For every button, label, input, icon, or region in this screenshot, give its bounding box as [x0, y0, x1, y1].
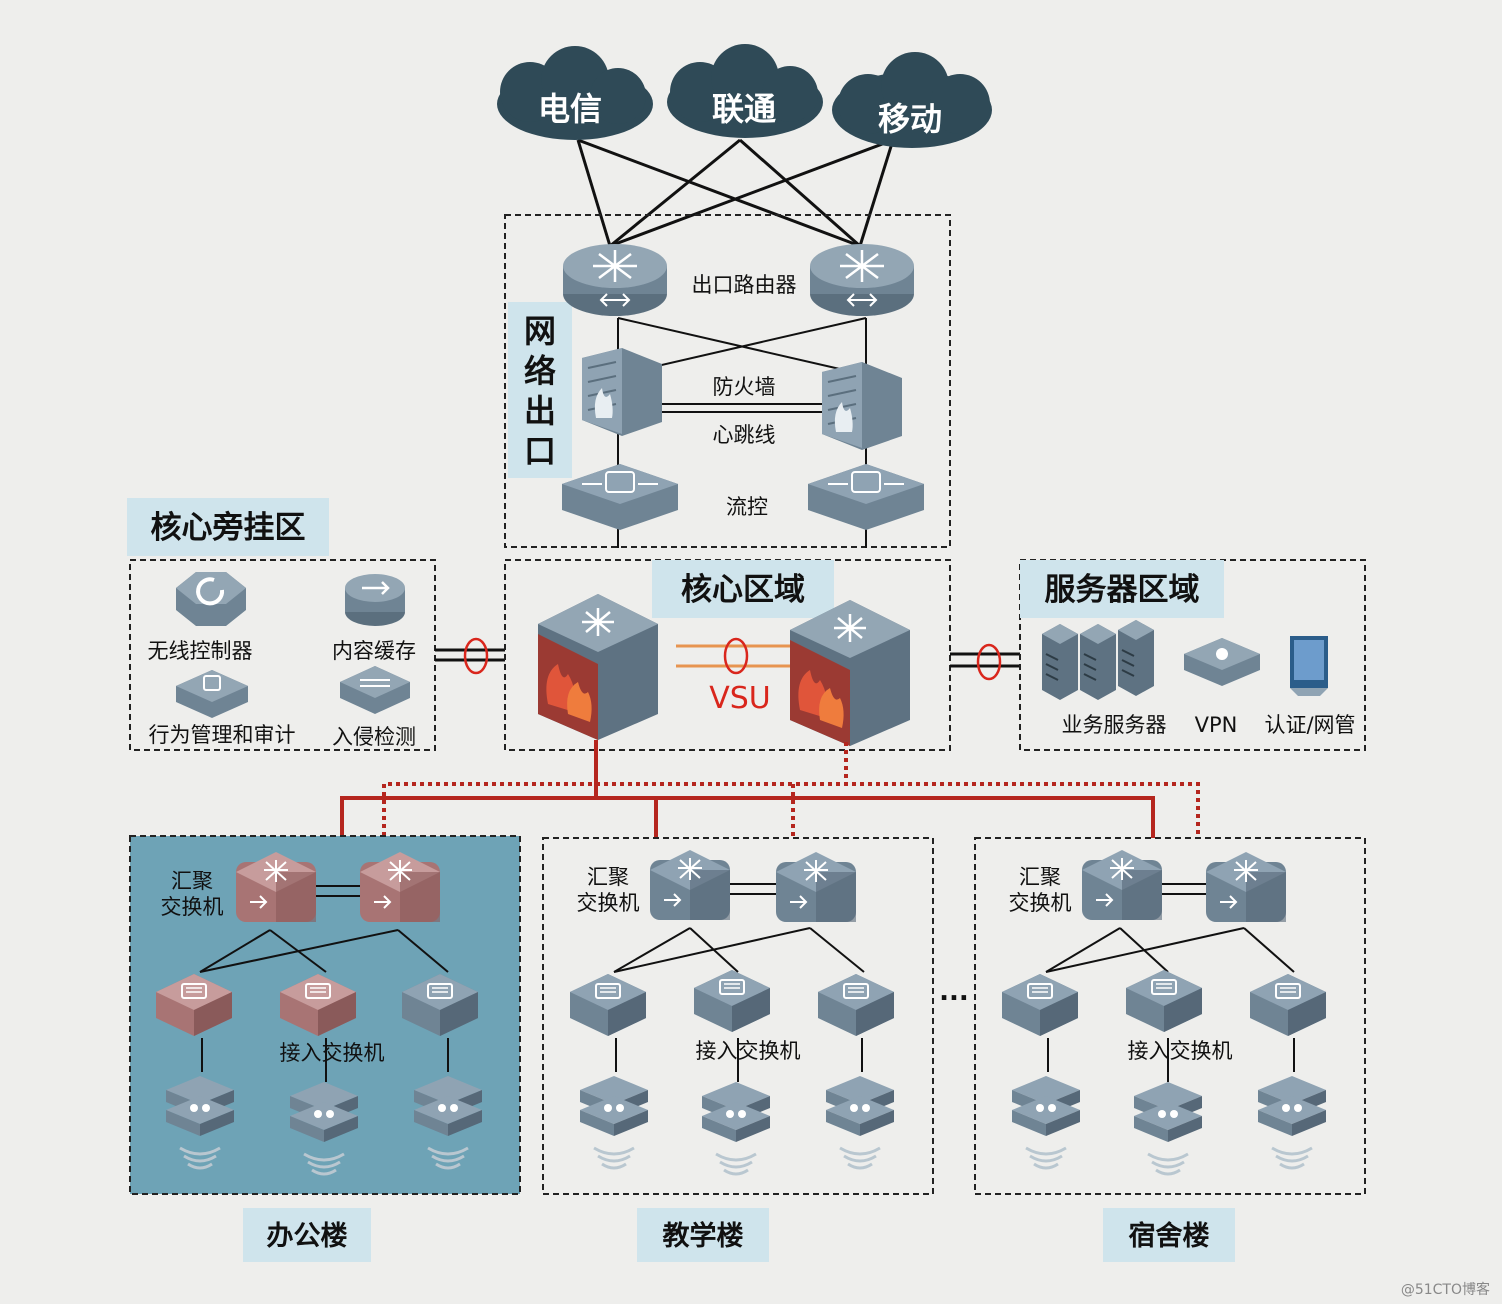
isp-label-telecom: 电信 [538, 90, 602, 128]
core-title: 核心区域 [681, 572, 805, 608]
teaching-links [613, 883, 865, 1082]
dorm-agg-switch-2 [1205, 851, 1287, 923]
wireless-controller-device [176, 572, 246, 626]
svg-text:口: 口 [524, 432, 556, 470]
teaching-ap-2 [700, 1080, 772, 1176]
firewall-label: 防火墙 [713, 375, 776, 399]
teaching-agg-switch-2 [775, 851, 857, 923]
teaching-building-zone [542, 837, 934, 1195]
core-title-bg [652, 560, 834, 618]
office-access-label: 接入交换机 [280, 1041, 385, 1065]
core-bypass-title-bg [127, 498, 329, 556]
intrusion-detection-device [340, 666, 410, 714]
dorm-agg-switch-1 [1081, 849, 1163, 921]
egress-title-bg [508, 302, 572, 478]
isp-label-mobile: 移动 [878, 100, 942, 138]
vpn-label: VPN [1195, 713, 1238, 737]
dorm-name: 宿舍楼 [1129, 1220, 1210, 1252]
teaching-access-switch-3 [817, 973, 895, 1037]
server-2 [1079, 623, 1117, 701]
core-building-links-dotted [382, 742, 1200, 838]
office-agg-switch-2 [359, 851, 441, 923]
dorm-building-zone [974, 837, 1366, 1195]
isp-links [576, 138, 895, 248]
teaching-access-switch-2 [693, 969, 771, 1033]
isp-cloud-telecom: 电信 [497, 46, 653, 140]
business-servers-label: 业务服务器 [1062, 713, 1167, 737]
egress-router-left [561, 242, 669, 318]
dorm-agg-label: 汇聚交换机 [1009, 865, 1072, 915]
intrusion-detection-label: 入侵检测 [332, 725, 416, 749]
dorm-access-label: 接入交换机 [1128, 1039, 1233, 1063]
auth-label: 认证/网管 [1264, 713, 1355, 737]
core-server-link [950, 643, 1020, 681]
content-cache-label: 内容缓存 [332, 639, 416, 663]
dorm-ap-2 [1132, 1080, 1204, 1176]
teaching-agg-switch-1 [649, 849, 731, 921]
server-3 [1117, 619, 1155, 697]
core-bypass-title: 核心旁挂区 [151, 510, 306, 546]
teaching-agg-label: 汇聚交换机 [577, 865, 640, 915]
egress-title: 网 络 出 口 [524, 312, 556, 470]
teaching-access-switch-1 [569, 973, 647, 1037]
vpn-device [1184, 638, 1260, 686]
isp-cloud-mobile: 移动 [832, 52, 992, 148]
egress-router-right [808, 242, 916, 318]
ellipsis: ... [939, 977, 969, 1007]
office-agg-label: 汇聚交换机 [161, 869, 224, 919]
core-building-links-solid [340, 740, 1155, 838]
svg-text:络: 络 [524, 352, 556, 390]
teaching-ap-1 [578, 1074, 650, 1170]
teaching-name-bg [637, 1208, 769, 1262]
egress-firewall-right [821, 361, 903, 451]
svg-text:出: 出 [524, 392, 556, 430]
teaching-access-label: 接入交换机 [696, 1039, 801, 1063]
vsu-links [676, 637, 792, 675]
flow-control-right [807, 463, 925, 531]
wireless-controller-label: 无线控制器 [148, 639, 253, 663]
dorm-access-switch-3 [1249, 973, 1327, 1037]
svg-text:网: 网 [524, 312, 556, 350]
behavior-audit-label: 行为管理和审计 [149, 723, 296, 747]
office-agg-switch-1 [235, 851, 317, 923]
vsu-label: VSU [709, 681, 771, 716]
dorm-ap-1 [1010, 1074, 1082, 1170]
heartbeat-label: 心跳线 [713, 423, 776, 447]
dorm-name-bg [1103, 1208, 1235, 1262]
server-1 [1041, 623, 1079, 701]
egress-firewall-left [581, 347, 663, 437]
core-switch-left [536, 592, 660, 742]
behavior-audit-device [176, 670, 248, 718]
isp-cloud-unicom: 联通 [667, 44, 823, 138]
teaching-ap-3 [824, 1074, 896, 1170]
flow-control-label: 流控 [726, 495, 768, 519]
bypass-core-link [435, 637, 505, 675]
server-title-bg [1020, 560, 1224, 618]
dorm-ap-3 [1256, 1074, 1328, 1170]
core-switch-right [788, 598, 912, 748]
watermark: @51CTO博客 [1401, 1281, 1490, 1298]
teaching-name: 教学楼 [663, 1220, 744, 1252]
flow-control-left [561, 463, 679, 531]
core-bypass-zone [129, 559, 436, 751]
dorm-links [1045, 883, 1295, 1082]
office-name-bg [243, 1208, 371, 1262]
egress-router-label: 出口路由器 [692, 273, 797, 297]
dorm-access-switch-1 [1001, 973, 1079, 1037]
egress-zone [504, 214, 951, 548]
auth-terminal-device [1290, 636, 1328, 696]
dorm-access-switch-2 [1125, 969, 1203, 1033]
office-name: 办公楼 [267, 1221, 348, 1252]
server-title: 服务器区域 [1045, 572, 1200, 608]
content-cache-device [345, 574, 405, 626]
isp-label-unicom: 联通 [712, 90, 776, 128]
